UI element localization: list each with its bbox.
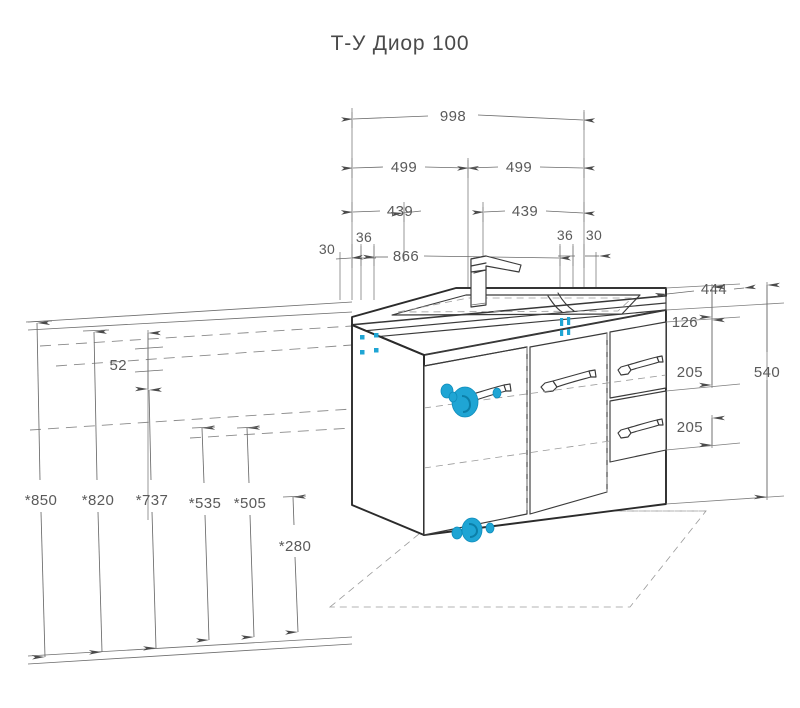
vanity-cabinet[interactable] [351, 255, 667, 536]
dim-label-30-left: 30 [319, 241, 335, 257]
dim-205-lower: 205 [677, 415, 725, 448]
dim-205-upper: 205 [677, 317, 725, 388]
dim-52: 52 [110, 330, 164, 520]
dim-label-205-lower: 205 [677, 419, 703, 436]
dim-label-499-left: 499 [391, 159, 417, 176]
drawer-lower[interactable] [609, 390, 667, 463]
mount-square-1 [360, 335, 365, 340]
dim-label-820: *820 [82, 492, 114, 509]
dim-label-280: *280 [279, 538, 311, 555]
mount-square-3 [360, 350, 365, 355]
accent-tick-4 [567, 329, 571, 335]
dim-label-205-upper: 205 [677, 364, 703, 381]
dim-439-left: 439 [340, 202, 422, 222]
dim-label-36-right: 36 [557, 227, 573, 243]
top-dimension-ladder: 998 499 499 439 [319, 108, 611, 300]
dim-label-36-left: 36 [356, 229, 372, 245]
dim-label-444: 444 [701, 281, 727, 298]
accent-tick-1 [560, 318, 564, 326]
accent-dot-handle-b [448, 391, 458, 403]
dim-label-540: 540 [754, 364, 780, 381]
dim-label-30-right: 30 [586, 227, 602, 243]
dim-737: *737 [136, 387, 168, 651]
accent-dot-base-main [461, 517, 483, 543]
dim-row-866: 30 36 866 36 30 [319, 227, 611, 268]
dim-850: *850 [25, 320, 57, 660]
cabinet-door-left[interactable] [423, 346, 528, 536]
dim-505: *505 [234, 425, 266, 640]
door-handle-right[interactable] [540, 369, 597, 393]
dim-535: *535 [189, 425, 221, 643]
dim-label-126: 126 [672, 314, 698, 331]
dim-540: 540 [754, 282, 780, 500]
dim-label-850: *850 [25, 492, 57, 509]
mount-square-2 [374, 333, 379, 338]
page-title: Т-У Диор 100 [331, 32, 470, 55]
accent-tick-3 [560, 330, 564, 336]
dim-444: 444 [654, 281, 757, 298]
drawer-handle-upper[interactable] [617, 355, 664, 376]
perspective-guides [27, 301, 353, 665]
accent-dot-base-a [451, 526, 463, 540]
accent-dot-base-b [485, 522, 495, 534]
dim-label-439-right: 439 [512, 203, 538, 220]
dim-499-right: 499 [456, 158, 596, 178]
accent-tick-2 [567, 317, 571, 325]
accent-glyph-base [468, 523, 479, 538]
dim-label-535: *535 [189, 495, 221, 512]
faucet [470, 255, 522, 308]
accent-markers [360, 317, 571, 543]
dim-label-998: 998 [440, 108, 466, 125]
dim-820: *820 [82, 329, 114, 655]
dim-499-left: 499 [340, 158, 480, 178]
dim-998: 998 [340, 108, 596, 130]
dim-label-505: *505 [234, 495, 266, 512]
dim-label-439-left: 439 [387, 203, 413, 220]
dim-label-52: 52 [110, 357, 128, 374]
accent-glyph-handle [461, 395, 472, 413]
dim-280: *280 [279, 494, 311, 635]
accent-dot-handle-c [492, 387, 502, 399]
dim-label-737: *737 [136, 492, 168, 509]
cabinet-door-right[interactable] [529, 332, 608, 515]
dim-label-499-right: 499 [506, 159, 532, 176]
drawer-handle-lower[interactable] [617, 418, 664, 439]
dim-126: 126 [672, 284, 725, 331]
floor-outline [328, 510, 707, 608]
dim-439-right: 439 [471, 202, 596, 222]
left-dimension-group: *850 *820 *737 *535 [25, 320, 311, 660]
mount-square-4 [374, 348, 379, 353]
drawer-upper[interactable] [609, 321, 667, 399]
right-dimension-group: 444 126 205 205 [654, 281, 785, 505]
dim-label-866: 866 [393, 248, 419, 265]
